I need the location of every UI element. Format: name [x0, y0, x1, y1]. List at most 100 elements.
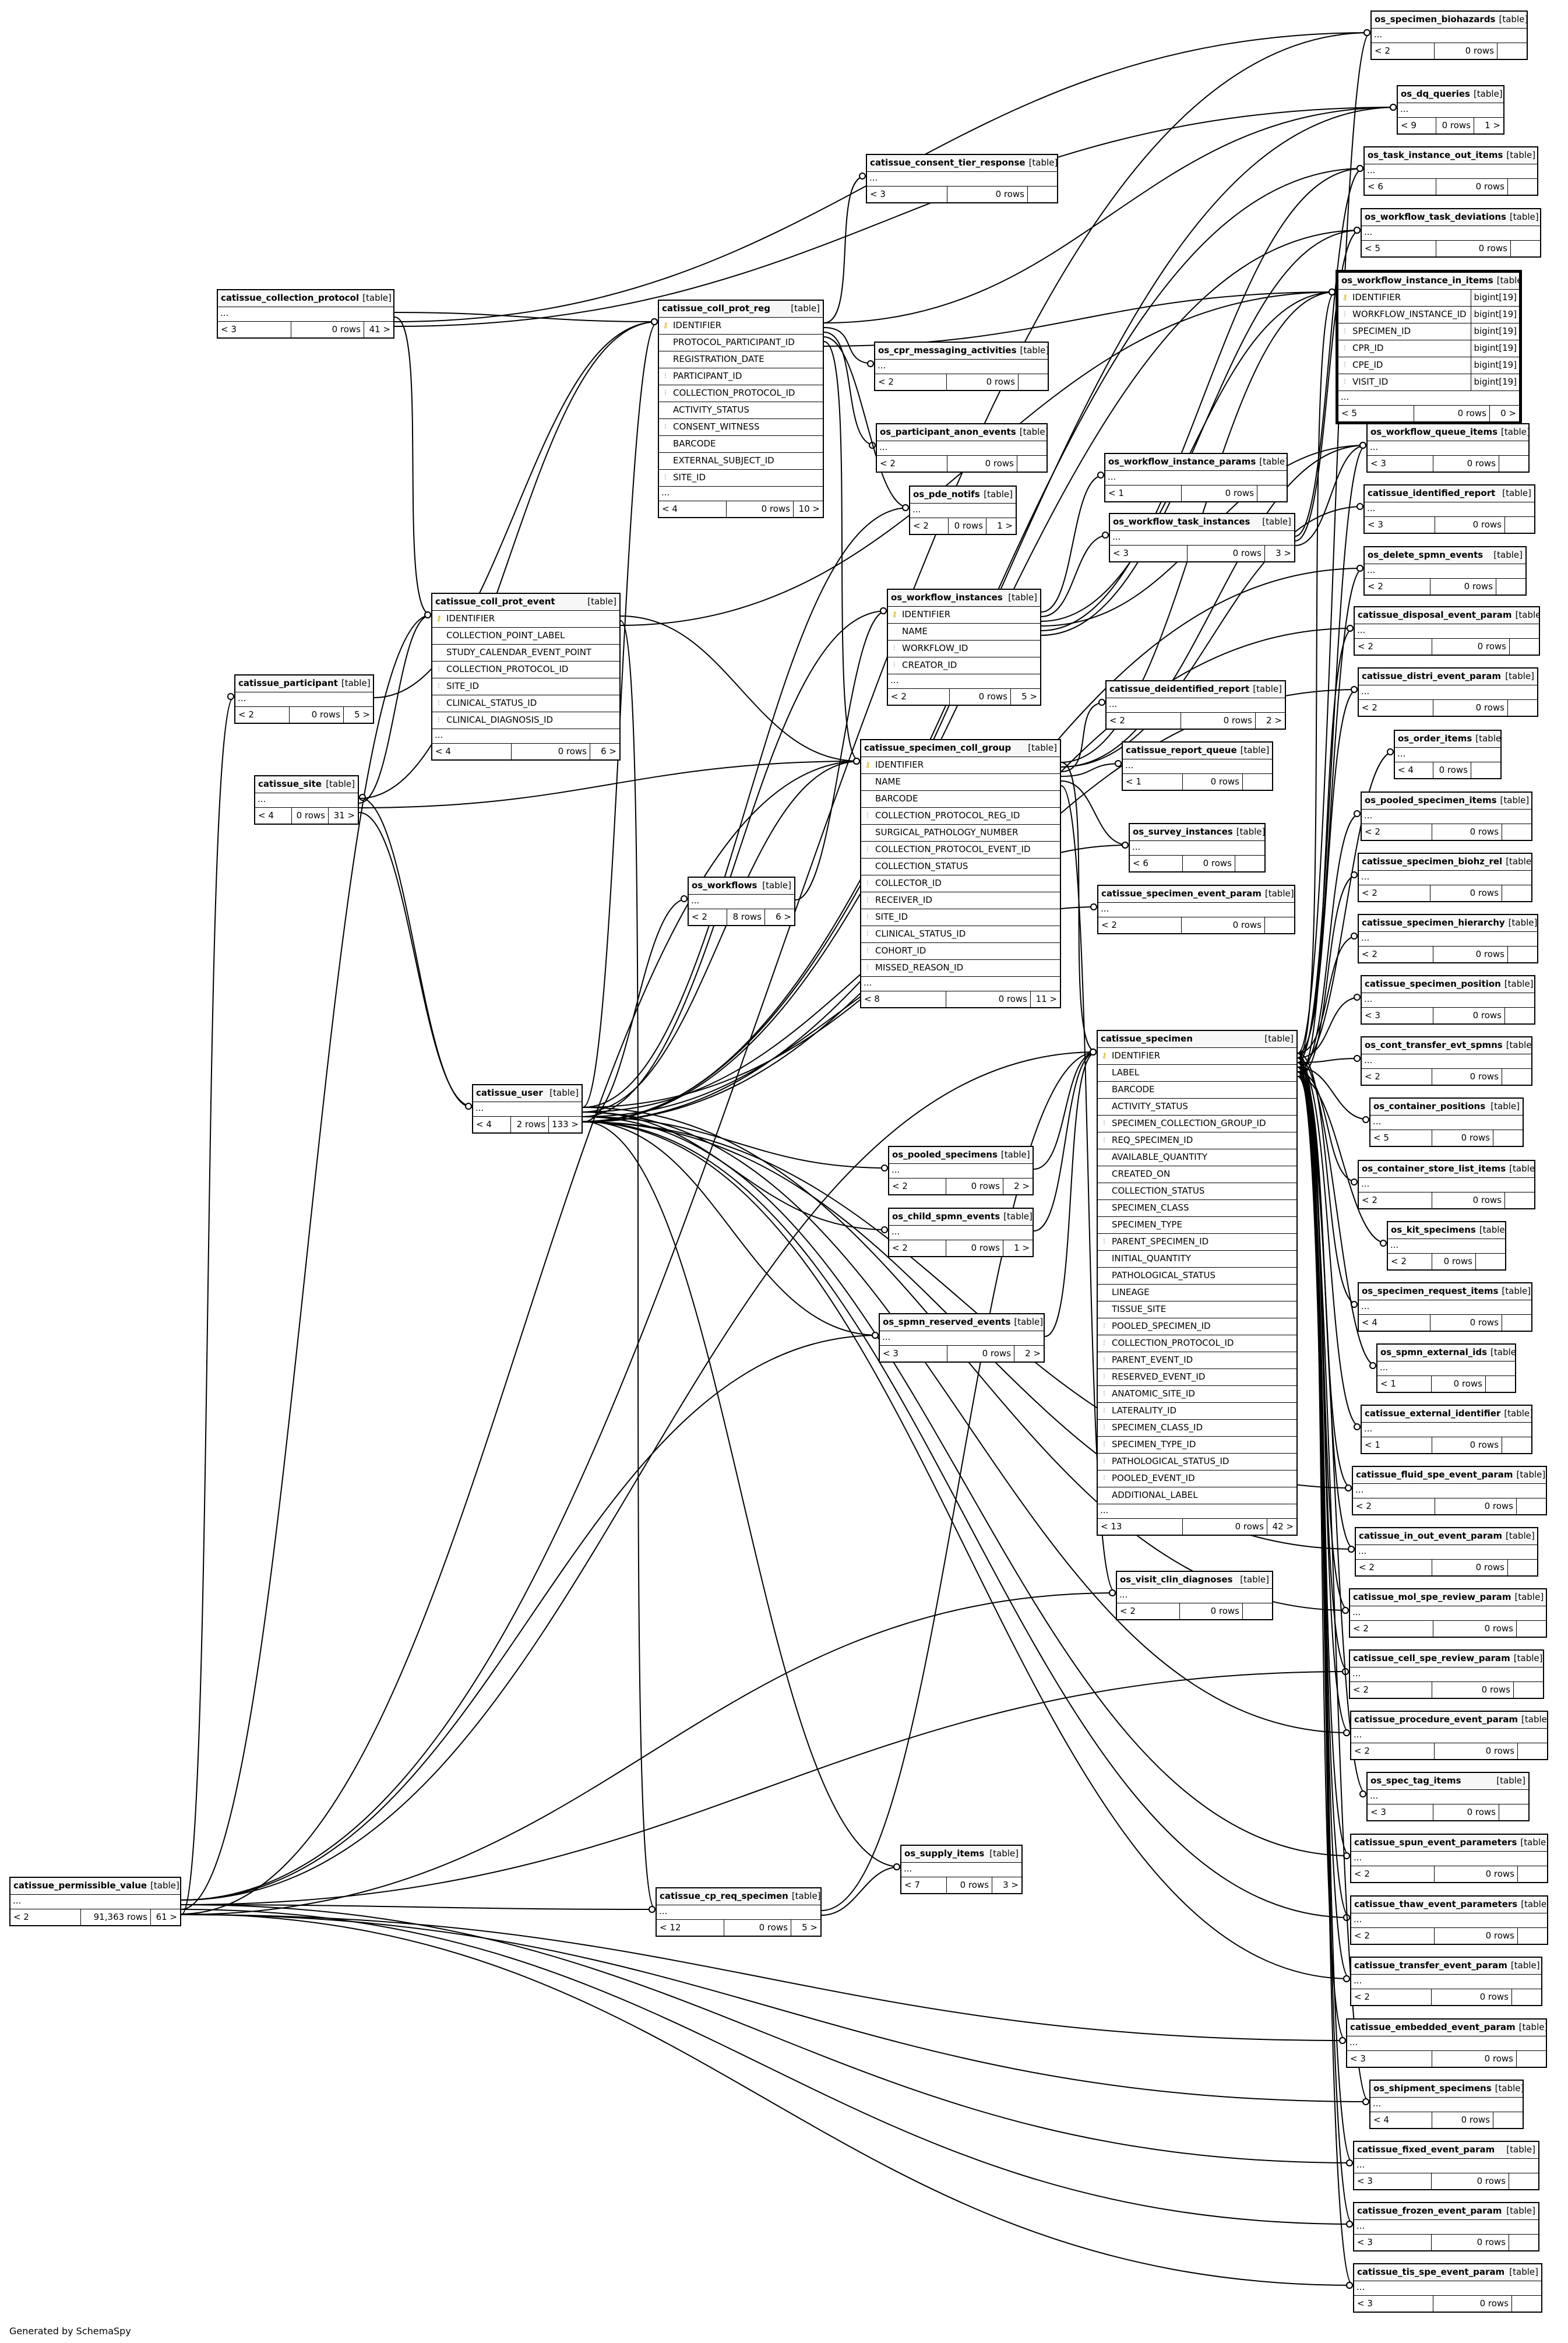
- column-row[interactable]: LABEL: [1098, 1065, 1296, 1082]
- table-header[interactable]: catissue_deidentified_report[table]: [1107, 681, 1285, 698]
- children-count[interactable]: < 2: [1372, 43, 1435, 59]
- parents-count[interactable]: 6 >: [590, 744, 619, 759]
- children-count[interactable]: < 2: [1359, 885, 1430, 901]
- parents-count[interactable]: [1507, 947, 1537, 962]
- table-name[interactable]: catissue_mol_spe_review_param: [1353, 1592, 1511, 1602]
- table-os-cont-transfer-evt-spmns[interactable]: os_cont_transfer_evt_spmns[table]...< 20…: [1361, 1036, 1532, 1086]
- children-count[interactable]: < 5: [1362, 241, 1436, 256]
- parents-count[interactable]: 3 >: [1264, 546, 1294, 561]
- column-row[interactable]: ⁝CLINICAL_STATUS_ID: [432, 695, 619, 712]
- children-count[interactable]: < 9: [1398, 118, 1436, 133]
- table-name[interactable]: catissue_specimen_position: [1365, 979, 1501, 989]
- children-count[interactable]: < 2: [1351, 1866, 1435, 1882]
- children-count[interactable]: < 2: [1355, 639, 1432, 655]
- table-os-kit-specimens[interactable]: os_kit_specimens[table]...< 20 rows: [1387, 1221, 1506, 1271]
- table-name[interactable]: catissue_specimen_biohz_rel: [1362, 856, 1503, 867]
- parents-count[interactable]: [1471, 762, 1500, 778]
- parents-count[interactable]: [1502, 885, 1531, 901]
- column-row[interactable]: ⁝CREATOR_ID: [888, 657, 1040, 674]
- parents-count[interactable]: [1516, 2051, 1546, 2067]
- column-row[interactable]: ⁝CLINICAL_DIAGNOSIS_ID: [432, 712, 619, 729]
- table-name[interactable]: os_cpr_messaging_activities: [878, 345, 1017, 356]
- column-row[interactable]: ⚷IDENTIFIER: [432, 611, 619, 628]
- children-count[interactable]: < 2: [910, 518, 949, 534]
- table-header[interactable]: os_workflow_instance_in_items[table]: [1338, 273, 1519, 290]
- table-name[interactable]: os_container_store_list_items: [1362, 1163, 1506, 1174]
- parents-count[interactable]: 2 >: [1003, 1178, 1033, 1194]
- children-count[interactable]: < 2: [1351, 1928, 1435, 1944]
- parents-count[interactable]: [1493, 2112, 1523, 2128]
- column-row[interactable]: ⁝ANATOMIC_SITE_ID: [1098, 1386, 1296, 1403]
- table-name[interactable]: catissue_site: [258, 779, 322, 789]
- table-header[interactable]: catissue_transfer_event_param[table]: [1351, 1958, 1541, 1975]
- table-name[interactable]: os_workflow_queue_items: [1370, 427, 1498, 437]
- parents-count[interactable]: [1257, 486, 1287, 501]
- table-header[interactable]: catissue_fluid_spe_event_param[table]: [1353, 1467, 1546, 1484]
- table-catissue-external-identifier[interactable]: catissue_external_identifier[table]...< …: [1361, 1405, 1532, 1454]
- children-count[interactable]: < 2: [10, 1909, 81, 1925]
- table-catissue-in-out-event-param[interactable]: catissue_in_out_event_param[table]...< 2…: [1355, 1527, 1538, 1577]
- table-name[interactable]: catissue_report_queue: [1126, 745, 1237, 755]
- column-row[interactable]: NAME: [861, 774, 1060, 791]
- parents-count[interactable]: 42 >: [1267, 1519, 1296, 1535]
- table-name[interactable]: os_delete_spmn_events: [1368, 550, 1484, 560]
- table-name[interactable]: catissue_embedded_event_param: [1350, 2022, 1516, 2032]
- parents-count[interactable]: [1485, 1376, 1515, 1392]
- table-header[interactable]: catissue_external_identifier[table]: [1362, 1406, 1531, 1423]
- children-count[interactable]: < 2: [1098, 917, 1182, 933]
- children-count[interactable]: < 6: [1130, 856, 1183, 871]
- children-count[interactable]: < 2: [235, 707, 290, 723]
- table-header[interactable]: os_pde_notifs[table]: [910, 487, 1016, 504]
- table-catissue-cell-spe-review-param[interactable]: catissue_cell_spe_review_param[table]...…: [1349, 1649, 1544, 1699]
- table-header[interactable]: os_task_instance_out_items[table]: [1365, 147, 1537, 164]
- children-count[interactable]: < 2: [889, 1178, 946, 1194]
- column-row[interactable]: BARCODE: [1098, 1082, 1296, 1099]
- parents-count[interactable]: 31 >: [328, 808, 358, 824]
- table-catissue-tis-spe-event-param[interactable]: catissue_tis_spe_event_param[table]...< …: [1353, 2263, 1542, 2313]
- table-catissue-consent-tier-response[interactable]: catissue_consent_tier_response[table]...…: [866, 154, 1058, 203]
- column-row[interactable]: ACTIVITY_STATUS: [1098, 1099, 1296, 1116]
- table-header[interactable]: os_workflows[table]: [689, 878, 794, 895]
- table-name[interactable]: os_workflow_task_deviations: [1365, 212, 1506, 222]
- table-header[interactable]: os_dq_queries[table]: [1398, 86, 1503, 103]
- children-count[interactable]: < 2: [1365, 579, 1430, 594]
- table-header[interactable]: os_workflow_instances[table]: [888, 590, 1040, 607]
- parents-count[interactable]: [1504, 1008, 1534, 1023]
- children-count[interactable]: < 6: [1365, 179, 1436, 195]
- parents-count[interactable]: [1499, 456, 1528, 472]
- children-count[interactable]: < 3: [1354, 2173, 1432, 2189]
- table-name[interactable]: catissue_frozen_event_param: [1357, 2205, 1502, 2216]
- parents-count[interactable]: [1507, 1560, 1537, 1575]
- table-header[interactable]: os_workflow_task_deviations[table]: [1362, 209, 1540, 226]
- children-count[interactable]: < 2: [1350, 1682, 1432, 1698]
- parents-count[interactable]: 10 >: [793, 501, 823, 517]
- parents-count[interactable]: [1507, 700, 1537, 716]
- table-name[interactable]: catissue_participant: [238, 678, 338, 688]
- children-count[interactable]: < 2: [1350, 1621, 1433, 1637]
- column-row[interactable]: BARCODE: [659, 436, 823, 453]
- column-row[interactable]: PATHOLOGICAL_STATUS: [1098, 1268, 1296, 1285]
- children-count[interactable]: < 13: [1098, 1519, 1183, 1535]
- table-name[interactable]: os_supply_items: [904, 1848, 985, 1859]
- parents-count[interactable]: [1513, 1682, 1543, 1698]
- parents-count[interactable]: [1027, 187, 1057, 202]
- children-count[interactable]: < 2: [1351, 1743, 1435, 1759]
- parents-count[interactable]: 5 >: [343, 707, 373, 723]
- parents-count[interactable]: [1235, 856, 1264, 871]
- table-catissue-specimen-biohz-rel[interactable]: catissue_specimen_biohz_rel[table]...< 2…: [1358, 853, 1532, 902]
- table-header[interactable]: catissue_procedure_event_param[table]: [1351, 1712, 1547, 1729]
- parents-count[interactable]: [1504, 517, 1534, 533]
- table-header[interactable]: catissue_specimen_event_param[table]: [1098, 886, 1294, 903]
- table-catissue-mol-spe-review-param[interactable]: catissue_mol_spe_review_param[table]...<…: [1349, 1588, 1547, 1638]
- parents-count[interactable]: [1511, 2296, 1541, 2312]
- children-count[interactable]: < 2: [1107, 713, 1181, 729]
